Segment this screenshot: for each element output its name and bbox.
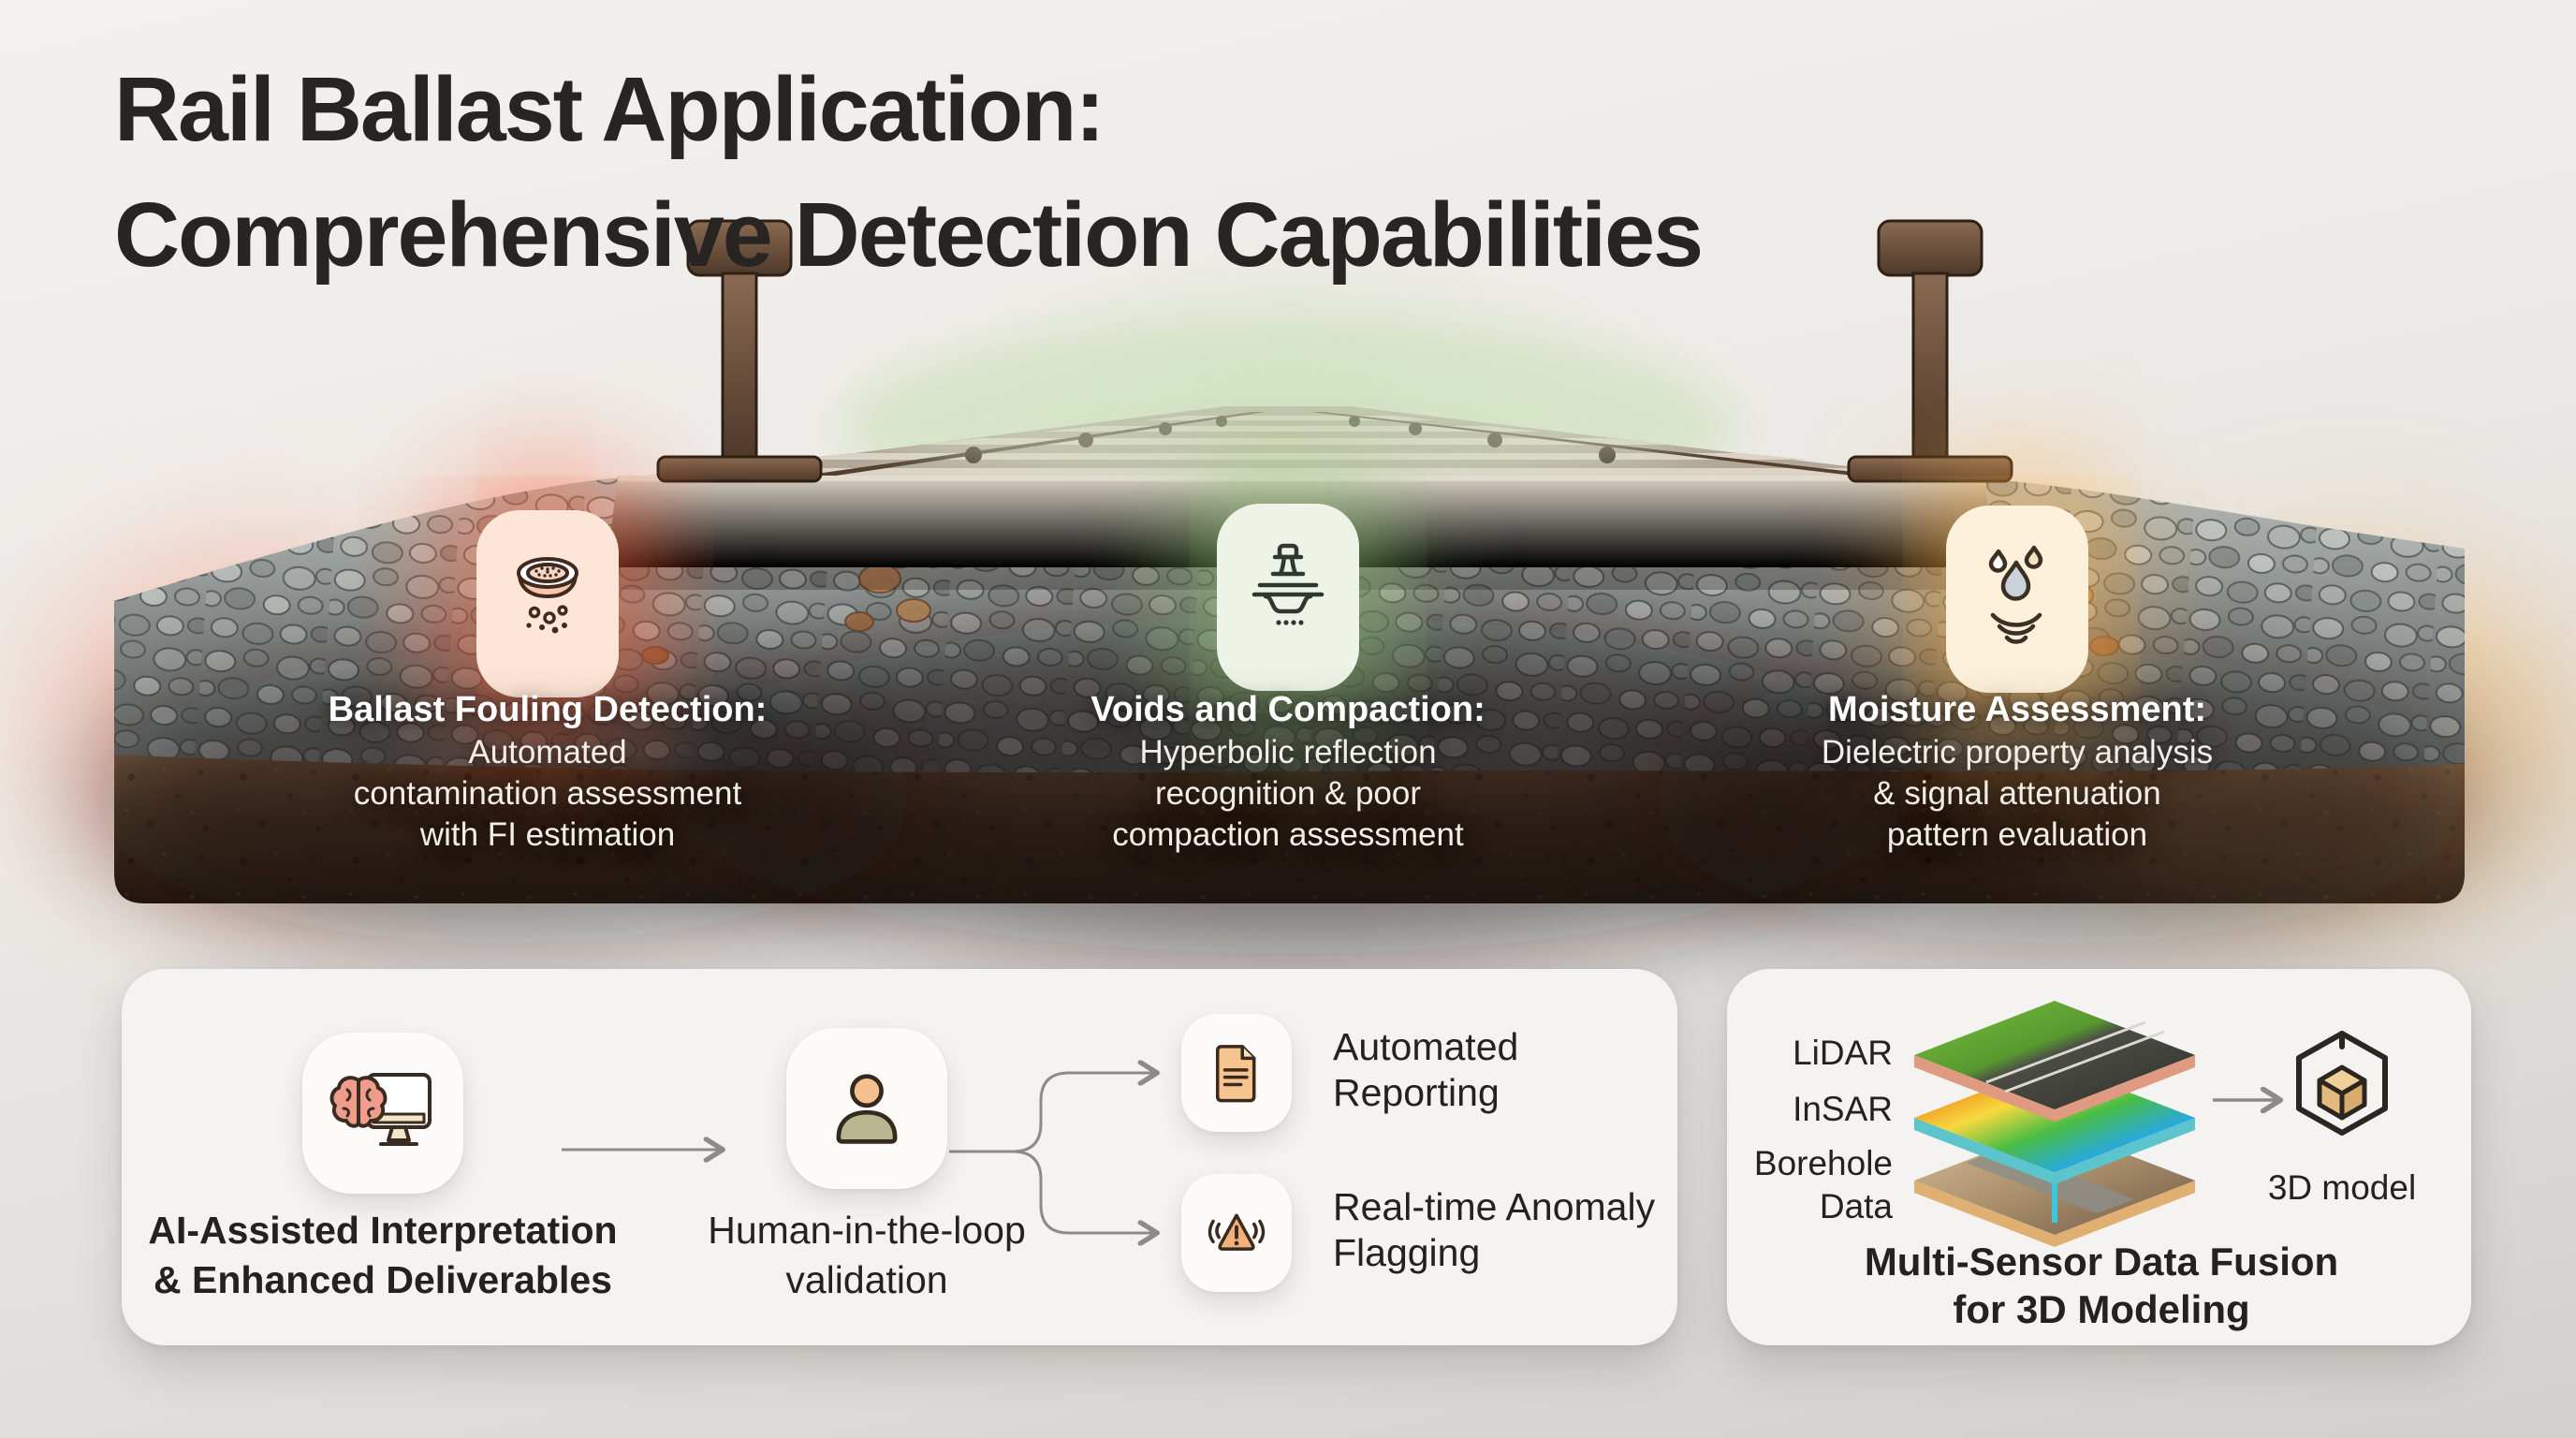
page-title: Rail Ballast Application: Comprehensive …	[114, 47, 1704, 298]
fouling-icon-card	[476, 510, 619, 697]
fouling-heading: Ballast Fouling Detection:	[328, 690, 768, 729]
moisture-heading: Moisture Assessment:	[1827, 690, 2207, 729]
fusion-caption: Multi-Sensor Data Fusion for 3D Modeling	[1864, 1240, 2339, 1331]
title-line-1: Rail Ballast Application:	[114, 58, 1105, 160]
3d-model-label: 3D model	[2267, 1168, 2417, 1207]
workflow-connectors	[562, 969, 1677, 1345]
ai-interpretation-card	[302, 1033, 463, 1194]
moisture-callout: Moisture Assessment: Dielectric property…	[1736, 688, 2298, 856]
human-validation-label: Human-in-the-loop validation	[708, 1209, 1026, 1301]
document-icon	[1215, 1045, 1256, 1103]
insar-label: InSAR	[1793, 1090, 1893, 1128]
person-icon	[836, 1074, 898, 1144]
human-validation-card	[786, 1028, 947, 1189]
sieve-icon	[517, 557, 578, 634]
rail-void-icon	[1251, 543, 1325, 625]
fouling-callout: Ballast Fouling Detection: Automated con…	[267, 688, 828, 856]
ai-interpretation-label: AI-Assisted Interpretation & Enhanced De…	[148, 1209, 618, 1301]
voids-heading: Voids and Compaction:	[1090, 690, 1486, 729]
title-line-2: Comprehensive Detection Capabilities	[114, 183, 1704, 286]
voids-icon-card	[1217, 504, 1359, 691]
borehole-label: Borehole Data	[1753, 1144, 1893, 1225]
automated-reporting-card	[1181, 1014, 1292, 1132]
lidar-label: LiDAR	[1793, 1034, 1893, 1072]
cube-3d-icon	[2296, 1031, 2388, 1136]
voids-callout: Voids and Compaction: Hyperbolic reflect…	[1007, 688, 1569, 856]
anomaly-flagging-label: Real-time Anomaly Flagging	[1333, 1185, 1656, 1274]
automated-reporting-label: Automated Reporting	[1333, 1025, 1519, 1114]
lidar-layer	[1914, 1001, 2195, 1122]
brain-monitor-icon	[329, 1073, 432, 1146]
moisture-droplets-icon	[1988, 545, 2043, 644]
alert-signal-icon	[1208, 1213, 1266, 1251]
anomaly-flagging-card	[1181, 1174, 1292, 1292]
moisture-icon-card	[1946, 506, 2088, 693]
sensor-layer-stack	[1914, 1001, 2195, 1247]
fusion-arrow	[2213, 1067, 2299, 1133]
